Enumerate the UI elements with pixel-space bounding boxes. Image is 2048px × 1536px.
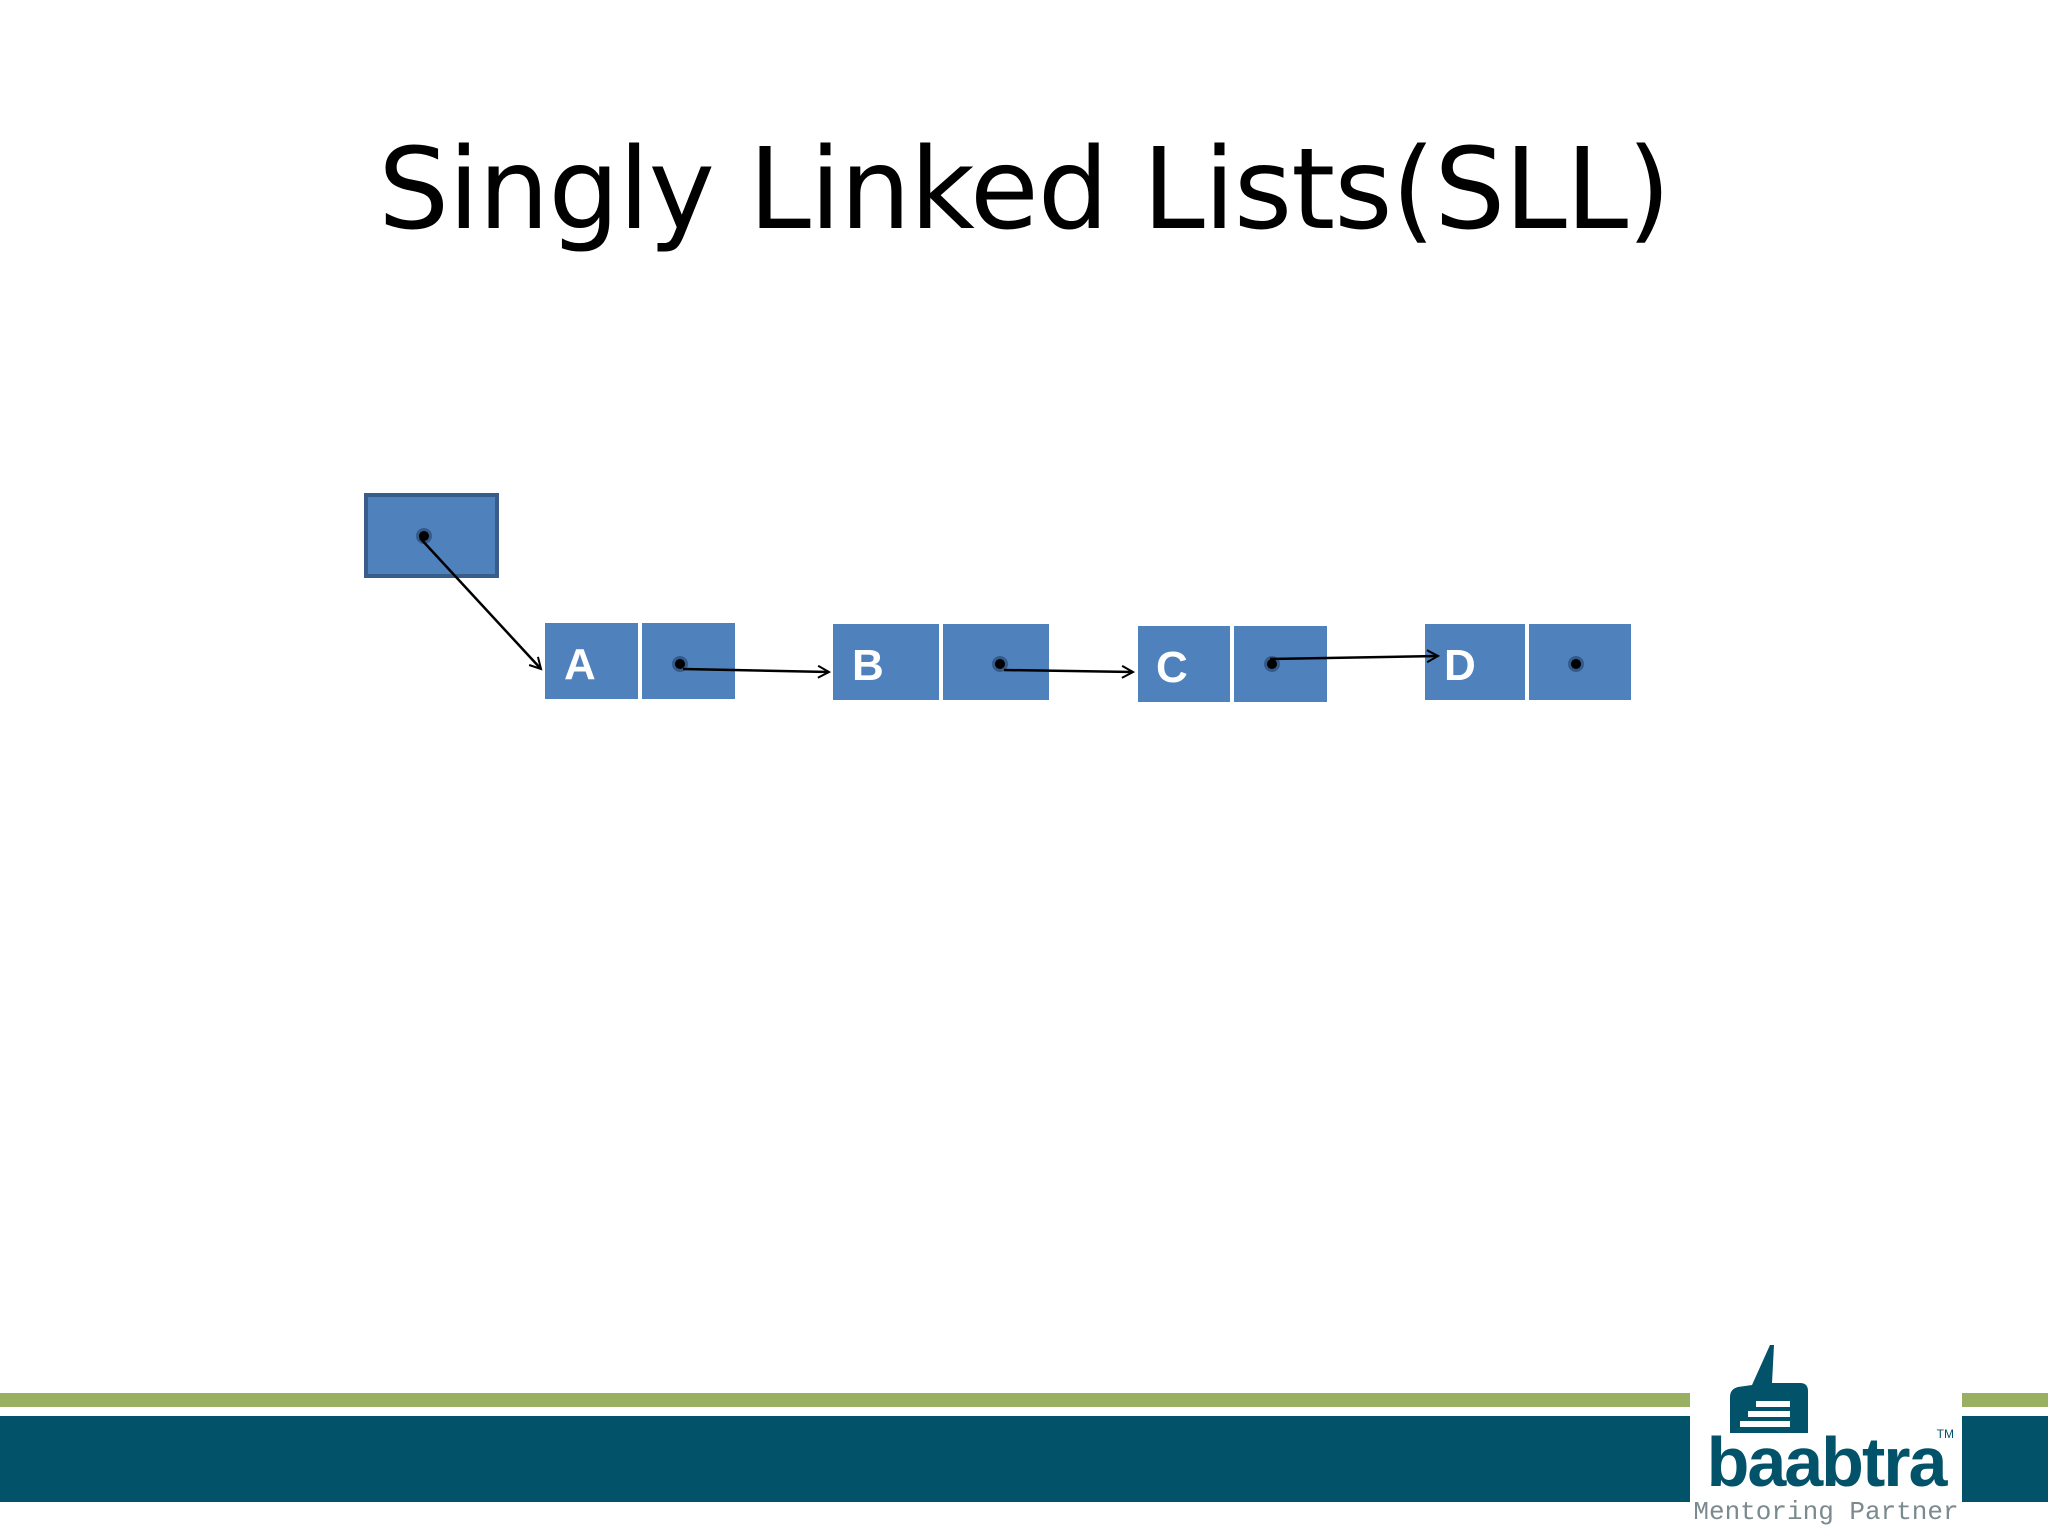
node-c-pointer-cell — [1234, 626, 1327, 702]
node-c-label: C — [1156, 643, 1188, 692]
node-b: B — [833, 624, 1049, 700]
node-a-pointer-cell — [642, 623, 735, 699]
arrow-a-to-b — [682, 669, 829, 672]
arrow-c-to-d — [1269, 656, 1438, 659]
node-c-data-cell — [1138, 626, 1230, 702]
node-c-pointer-dot — [1267, 659, 1277, 669]
baabtra-logo: baabtra TM Mentoring Partner — [1690, 1345, 1962, 1536]
arrow-head-to-a — [419, 537, 541, 669]
logo-wordmark: baabtra — [1706, 1423, 1948, 1501]
logo-tagline: Mentoring Partner — [1693, 1497, 1959, 1527]
logo-icon — [1730, 1345, 1808, 1433]
logo-trademark: TM — [1936, 1427, 1954, 1441]
node-d-pointer-dot — [1571, 659, 1581, 669]
node-a: A — [545, 623, 735, 699]
node-a-pointer-dot — [675, 659, 685, 669]
node-b-label: B — [852, 641, 884, 690]
slide-title: Singly Linked Lists(SLL) — [378, 125, 1671, 255]
node-d: D — [1425, 624, 1631, 700]
arrow-b-to-c — [1003, 670, 1133, 672]
footer-green-band — [0, 1393, 2048, 1407]
node-c: C — [1138, 626, 1327, 702]
head-pointer-box — [364, 493, 499, 578]
node-b-data-cell — [833, 624, 939, 700]
node-a-label: A — [564, 640, 596, 689]
node-d-data-cell — [1425, 624, 1525, 700]
node-b-pointer-dot — [995, 659, 1005, 669]
node-d-label: D — [1444, 641, 1476, 690]
node-a-data-cell — [545, 623, 638, 699]
